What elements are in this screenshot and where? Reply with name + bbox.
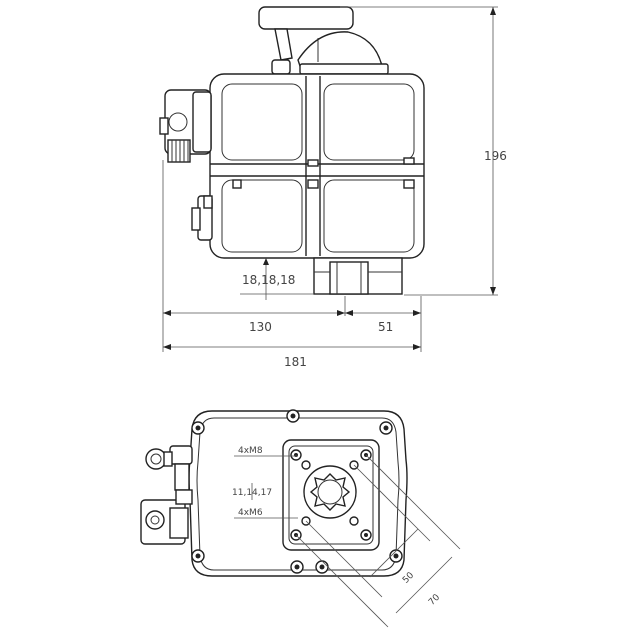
dim-width-51: 51 <box>378 320 393 334</box>
dim-square-sizes: 11,14,17 <box>232 488 272 498</box>
corner-bolts <box>191 409 403 574</box>
dim-pcd-70: 70 <box>427 592 442 607</box>
stem-collar <box>271 59 291 75</box>
side-view <box>159 6 425 295</box>
handwheel-stem <box>274 28 293 61</box>
dim-height-196: 196 <box>484 149 507 163</box>
bottom-cable-gland <box>145 445 193 491</box>
dim-pcd-50: 50 <box>401 570 416 585</box>
star-drive <box>309 473 351 511</box>
dim-thread-m6: 4xM6 <box>238 508 263 518</box>
dim-thread-m8: 4xM8 <box>238 446 263 456</box>
cable-gland-knurl <box>167 139 191 163</box>
dim-width-130: 130 <box>249 320 272 334</box>
dim-output-height: 18,18,18 <box>242 273 295 287</box>
handwheel-cap <box>258 6 354 30</box>
dim-width-181: 181 <box>284 355 307 369</box>
bottom-connector <box>140 489 193 545</box>
bottom-view <box>140 409 408 577</box>
side-view-dimensions: 196 18,18,18 130 51 181 <box>162 6 507 369</box>
indicator-dome <box>297 31 383 67</box>
dome-base <box>299 63 389 75</box>
